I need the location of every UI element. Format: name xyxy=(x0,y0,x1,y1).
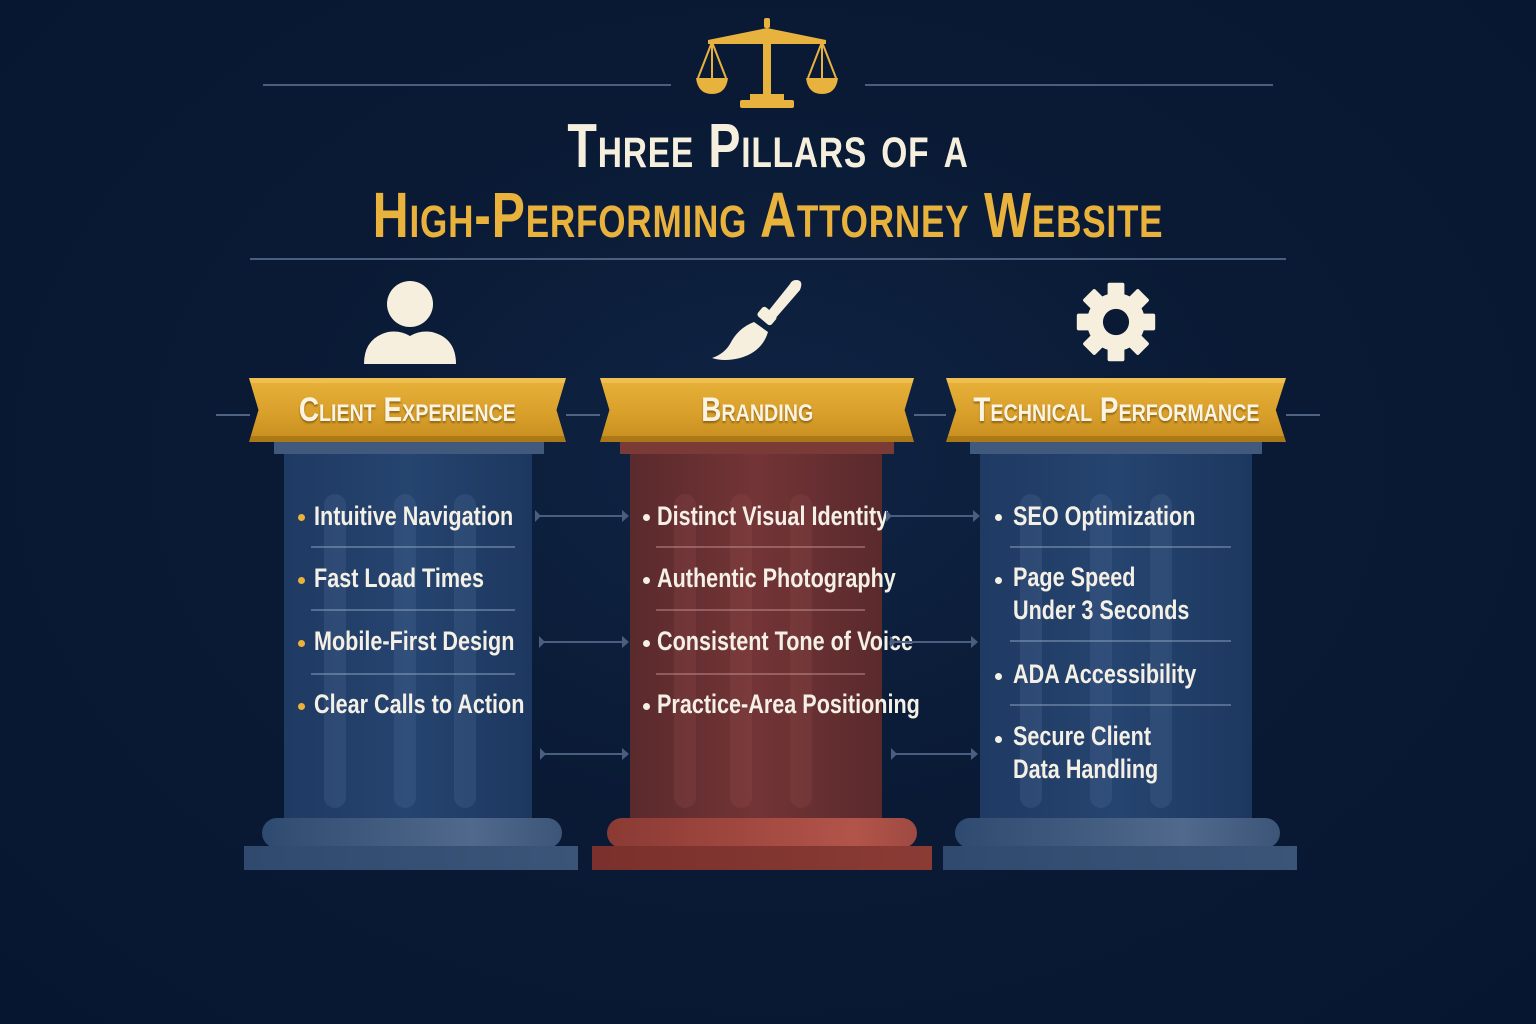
list-item: Distinct Visual Identity xyxy=(657,501,889,531)
list-item: Intuitive Navigation xyxy=(314,501,514,531)
list-item: Authentic Photography xyxy=(657,563,896,593)
connector-arrow xyxy=(539,636,629,648)
header-rule-bottom xyxy=(250,258,1286,260)
list-item: Practice-Area Positioning xyxy=(657,689,920,719)
bullet-icon xyxy=(298,514,305,521)
bullet-icon xyxy=(995,577,1002,584)
connector-arrow xyxy=(535,510,629,522)
list-item: Page Speed xyxy=(1013,562,1136,592)
list-item: SEO Optimization xyxy=(1013,501,1196,531)
gear-icon xyxy=(1076,282,1156,362)
header-rule-right xyxy=(865,84,1273,86)
pillar-title-banner-client-experience: Client Experience xyxy=(249,378,566,442)
paintbrush-icon xyxy=(712,280,802,360)
connector-arrow xyxy=(886,510,980,522)
bullet-icon xyxy=(995,673,1002,680)
pillar-title: Branding xyxy=(701,390,813,429)
divider xyxy=(656,546,865,548)
pillar-title-banner-technical-performance: Technical Performance xyxy=(946,378,1286,442)
pillar-title: Client Experience xyxy=(298,390,517,429)
pillar-shaft xyxy=(630,454,882,818)
pillar-capital xyxy=(274,442,544,454)
bullet-icon xyxy=(643,577,650,584)
bullet-icon xyxy=(643,514,650,521)
connector-arrow xyxy=(540,748,629,760)
divider xyxy=(1010,704,1231,706)
list-item: Secure Client xyxy=(1013,721,1152,751)
divider xyxy=(1010,546,1231,548)
page-title-line1: Three Pillars of a xyxy=(567,112,969,181)
banner-dash xyxy=(914,414,946,416)
list-item: ADA Accessibility xyxy=(1013,659,1197,689)
pillar-shaft xyxy=(980,454,1252,818)
header-rule-left xyxy=(263,84,671,86)
pillar-shaft xyxy=(284,454,532,818)
pillar-base xyxy=(607,818,917,848)
banner-dash xyxy=(1286,414,1320,416)
list-item: Mobile-First Design xyxy=(314,626,515,656)
bullet-icon xyxy=(643,703,650,710)
pillar-title: Technical Performance xyxy=(972,390,1260,429)
divider xyxy=(656,609,865,611)
list-item-continued: Under 3 Seconds xyxy=(1013,595,1190,625)
bullet-icon xyxy=(643,640,650,647)
pillar-plinth xyxy=(943,846,1297,870)
divider xyxy=(1010,640,1231,642)
list-item: Consistent Tone of Voice xyxy=(657,626,914,656)
bullet-icon xyxy=(298,577,305,584)
pillar-title-banner-branding: Branding xyxy=(600,378,914,442)
bullet-icon xyxy=(995,514,1002,521)
pillar-capital xyxy=(620,442,894,454)
page-title-line2: High-Performing Attorney Website xyxy=(372,179,1164,251)
divider xyxy=(311,609,515,611)
pillar-base xyxy=(955,818,1280,848)
scales-of-justice-icon xyxy=(696,18,838,108)
list-item-continued: Data Handling xyxy=(1013,754,1159,784)
bullet-icon xyxy=(298,640,305,647)
pillar-base xyxy=(262,818,562,848)
divider xyxy=(656,673,865,675)
pillar-plinth xyxy=(592,846,932,870)
connector-arrow xyxy=(890,636,978,648)
pillar-plinth xyxy=(244,846,578,870)
bullet-icon xyxy=(995,736,1002,743)
pillar-capital xyxy=(970,442,1262,454)
person-icon xyxy=(364,281,456,364)
list-item: Clear Calls to Action xyxy=(314,689,525,719)
divider xyxy=(311,673,515,675)
divider xyxy=(311,546,515,548)
banner-dash xyxy=(566,414,600,416)
connector-arrow xyxy=(891,748,978,760)
list-item: Fast Load Times xyxy=(314,563,485,593)
banner-dash xyxy=(216,414,250,416)
bullet-icon xyxy=(298,703,305,710)
